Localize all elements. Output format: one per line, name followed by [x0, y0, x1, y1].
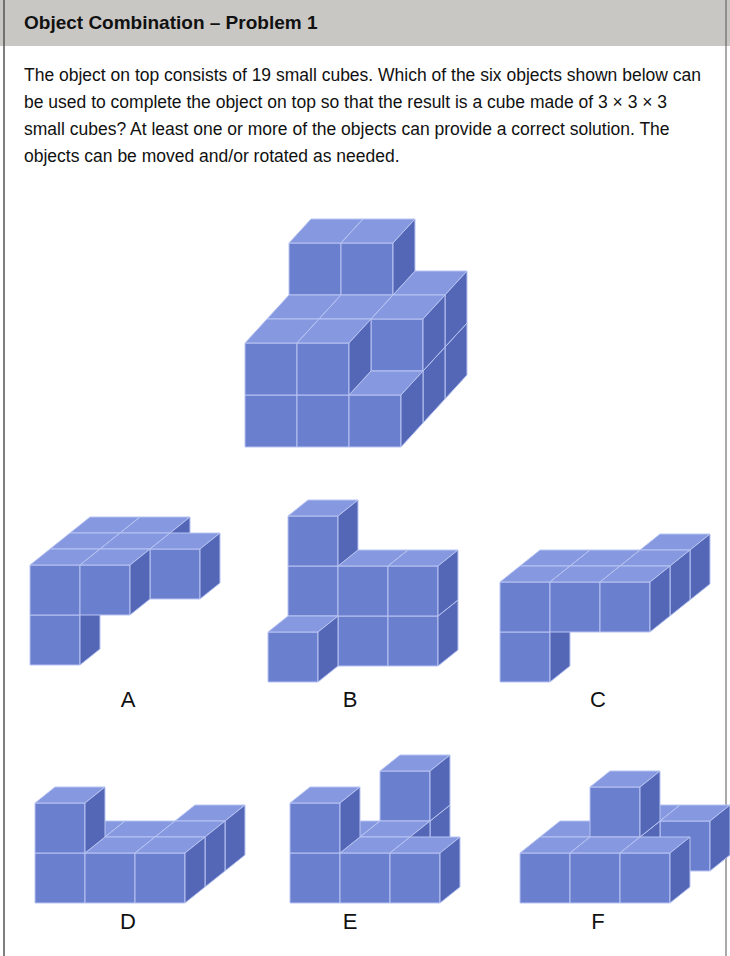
- cube-face: [338, 566, 388, 616]
- option-letter: D: [108, 910, 148, 934]
- cube-face: [430, 755, 450, 821]
- cube-face: [600, 582, 650, 632]
- option-letter: B: [330, 688, 370, 712]
- cube-face: [390, 853, 440, 903]
- piece-figure: [290, 755, 460, 903]
- option-letter: F: [578, 910, 618, 934]
- cube-face: [500, 632, 550, 682]
- cube-face: [30, 615, 80, 665]
- cube-face: [650, 566, 670, 632]
- piece-figure: [520, 771, 730, 903]
- cube-face: [288, 566, 338, 616]
- cube-face: [520, 853, 570, 903]
- cube-face: [297, 395, 349, 447]
- cube-face: [80, 565, 130, 615]
- cube-face: [640, 771, 660, 837]
- cube-face: [371, 319, 423, 371]
- option-letter: A: [108, 688, 148, 712]
- cube-face: [30, 565, 80, 615]
- cube-face: [388, 566, 438, 616]
- cube-face: [380, 771, 430, 821]
- cube-face: [570, 853, 620, 903]
- piece-figure: [35, 787, 245, 903]
- cube-face: [388, 616, 438, 666]
- cube-face: [205, 821, 225, 887]
- frame-line: [3, 0, 5, 956]
- cube-face: [401, 371, 423, 447]
- cube-face: [130, 549, 150, 615]
- cube-face: [245, 343, 297, 395]
- cube-face: [268, 632, 318, 682]
- cube-face: [289, 243, 341, 295]
- option-letter: C: [578, 688, 618, 712]
- cube-face: [338, 616, 388, 666]
- cube-face: [185, 837, 205, 903]
- cube-face: [341, 243, 393, 295]
- cube-face: [349, 395, 401, 447]
- cube-face: [290, 803, 340, 853]
- cube-face: [245, 395, 297, 447]
- cube-face: [670, 837, 690, 903]
- cube-face: [710, 805, 730, 871]
- option-letter: E: [330, 910, 370, 934]
- cube-face: [338, 500, 358, 566]
- cube-face: [150, 549, 200, 599]
- cube-face: [590, 787, 640, 837]
- piece-figure: [30, 517, 220, 665]
- cube-face: [35, 853, 85, 903]
- cube-face: [438, 550, 458, 616]
- cube-face: [500, 582, 550, 632]
- cube-face: [620, 853, 670, 903]
- piece-figure: [500, 534, 710, 682]
- cube-face: [393, 219, 415, 295]
- cube-face: [670, 550, 690, 616]
- title: Object Combination – Problem 1: [24, 12, 318, 34]
- cube-face: [85, 853, 135, 903]
- piece-figure: [268, 500, 458, 682]
- cube-face: [85, 787, 105, 853]
- cube-face: [318, 616, 338, 682]
- cube-face: [440, 837, 460, 903]
- instruction-text: The object on top consists of 19 small c…: [24, 62, 708, 170]
- target-object: [245, 219, 467, 447]
- cube-face: [297, 343, 349, 395]
- cube-face: [288, 516, 338, 566]
- cube-face: [445, 271, 467, 347]
- cube-face: [423, 295, 445, 371]
- cube-face: [200, 533, 220, 599]
- cube-face: [340, 853, 390, 903]
- cube-face: [349, 319, 371, 395]
- cube-face: [35, 803, 85, 853]
- cube-face: [340, 787, 360, 853]
- title-band: [0, 0, 730, 46]
- cube-face: [135, 853, 185, 903]
- cube-face: [690, 534, 710, 600]
- cube-face: [290, 853, 340, 903]
- cube-face: [225, 805, 245, 871]
- cube-face: [550, 582, 600, 632]
